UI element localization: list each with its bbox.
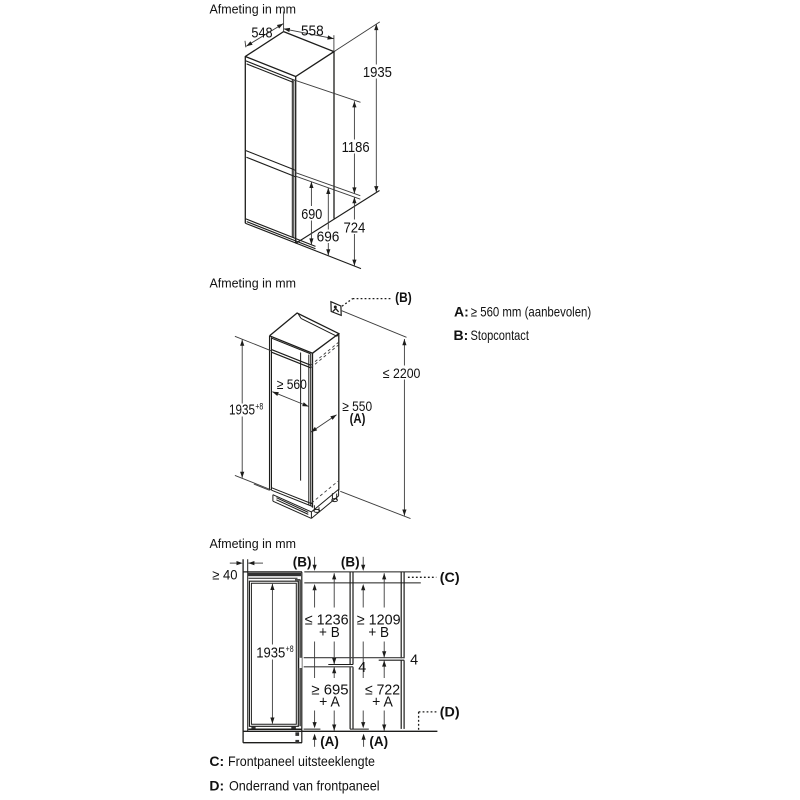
svg-text:B:: B:	[454, 327, 469, 343]
svg-text:D:: D:	[209, 777, 224, 793]
svg-text:≥ 40: ≥ 40	[212, 566, 237, 582]
svg-text:+ B: + B	[368, 624, 389, 641]
svg-text:≤ 2200: ≤ 2200	[383, 365, 421, 381]
svg-text:+ A: + A	[372, 694, 393, 711]
svg-text:(B): (B)	[293, 554, 312, 570]
svg-text:696: 696	[317, 228, 340, 245]
svg-text:+8: +8	[286, 644, 294, 655]
svg-text:≥ 550: ≥ 550	[342, 398, 372, 414]
svg-text:≥ 695: ≥ 695	[311, 682, 348, 699]
svg-text:Afmeting in mm: Afmeting in mm	[210, 536, 297, 551]
svg-text:(A): (A)	[320, 733, 339, 749]
svg-text:548: 548	[251, 25, 272, 42]
svg-text:1186: 1186	[342, 139, 370, 156]
svg-text:≤ 722: ≤ 722	[365, 682, 400, 699]
svg-text:Stopcontact: Stopcontact	[471, 327, 529, 343]
svg-text:690: 690	[301, 206, 322, 223]
svg-text:1935: 1935	[363, 64, 392, 81]
svg-text:(A): (A)	[369, 733, 388, 749]
svg-text:A:: A:	[454, 303, 469, 319]
svg-text:+8: +8	[255, 401, 263, 412]
svg-text:Onderrand van frontpaneel: Onderrand van frontpaneel	[229, 777, 380, 793]
svg-text:+ B: + B	[319, 624, 340, 641]
svg-text:≥ 560 mm (aanbevolen): ≥ 560 mm (aanbevolen)	[471, 303, 591, 319]
svg-text:(A): (A)	[350, 410, 366, 426]
svg-text:+ A: + A	[319, 694, 340, 711]
svg-text:≤ 1236: ≤ 1236	[305, 612, 349, 629]
svg-text:(B): (B)	[395, 289, 412, 305]
svg-text:≥ 1209: ≥ 1209	[357, 612, 401, 629]
svg-text:C:: C:	[209, 753, 224, 769]
svg-text:Afmeting in mm: Afmeting in mm	[210, 276, 297, 291]
svg-text:Afmeting in mm: Afmeting in mm	[210, 1, 297, 16]
svg-text:4: 4	[358, 659, 366, 676]
svg-text:(D): (D)	[440, 704, 460, 720]
svg-text:558: 558	[301, 22, 324, 39]
svg-text:1935: 1935	[256, 644, 285, 661]
svg-text:(C): (C)	[440, 569, 460, 585]
svg-text:1935: 1935	[229, 402, 255, 419]
svg-text:(B): (B)	[341, 554, 360, 570]
svg-text:4: 4	[410, 652, 418, 669]
svg-text:Frontpaneel uitsteeklengte: Frontpaneel uitsteeklengte	[228, 753, 375, 769]
svg-text:≥ 560: ≥ 560	[277, 376, 307, 392]
svg-text:724: 724	[343, 219, 365, 236]
